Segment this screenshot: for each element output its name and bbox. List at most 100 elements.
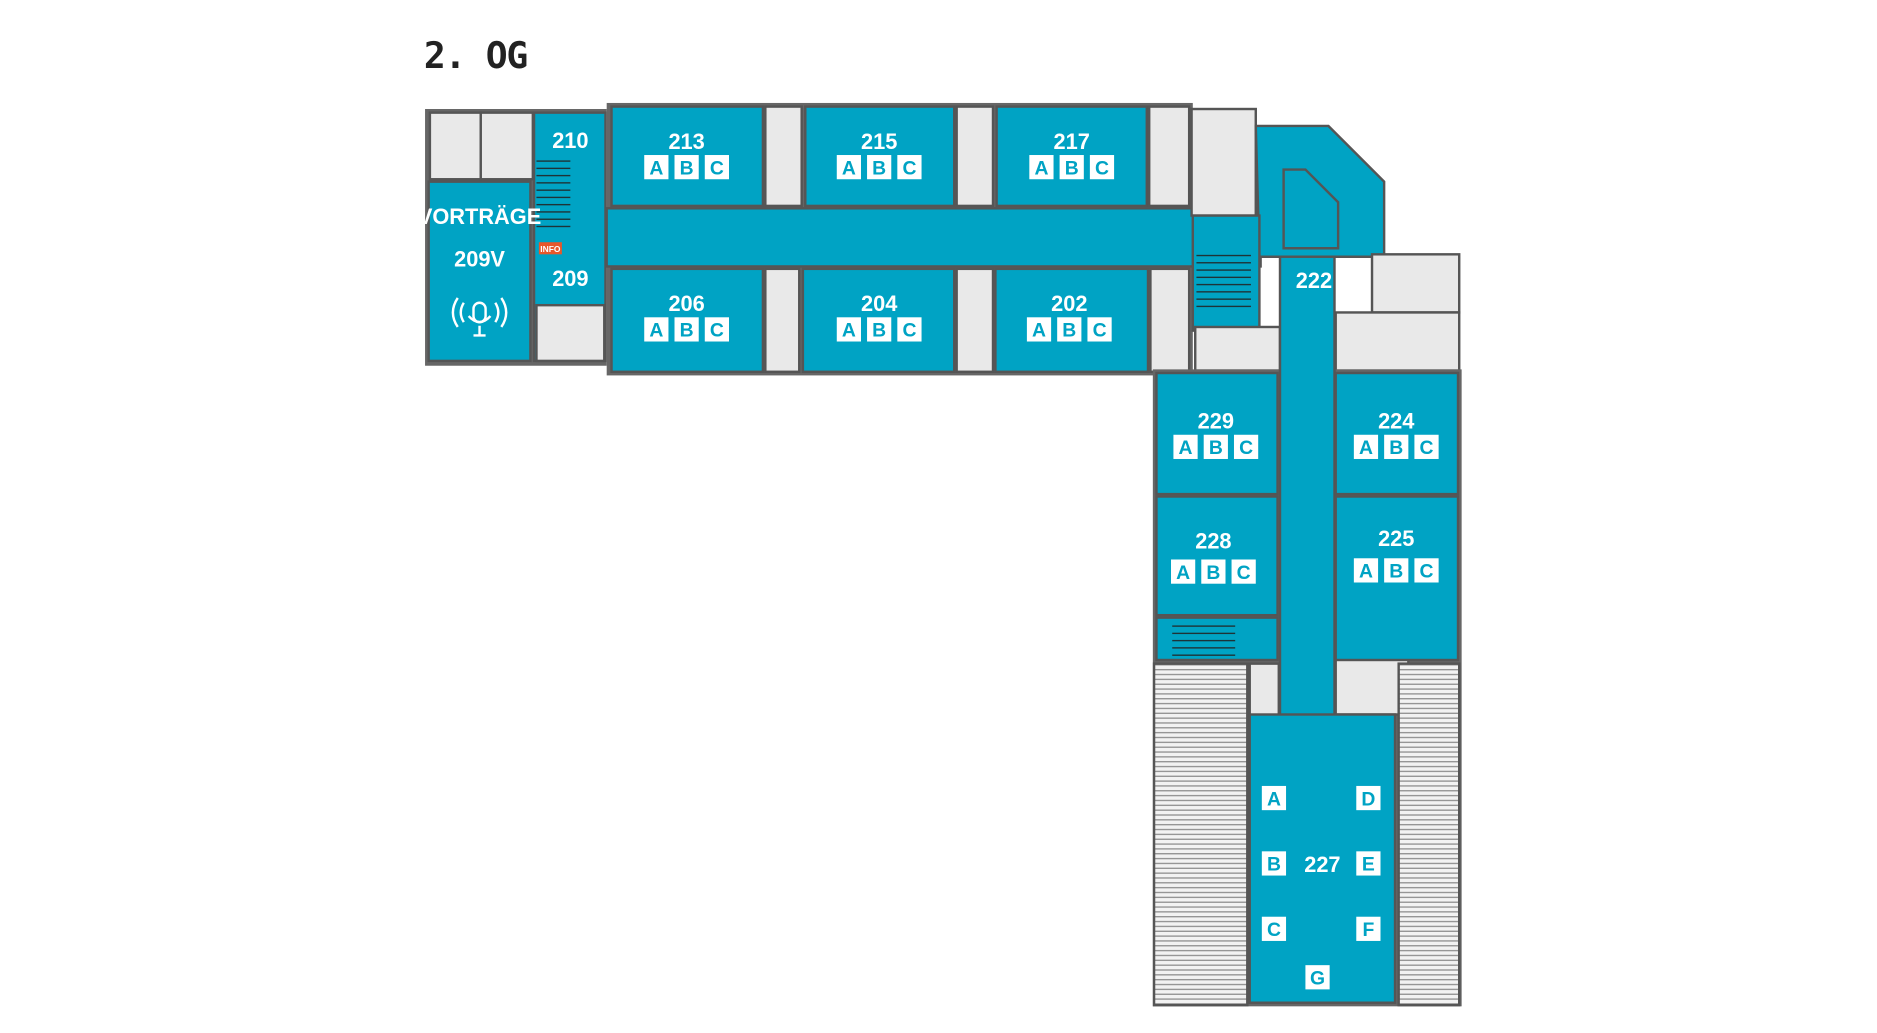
microphone-broadcast-icon bbox=[451, 297, 508, 337]
seat-b[interactable]: B bbox=[1261, 851, 1287, 876]
seat-a[interactable]: A bbox=[1261, 785, 1287, 810]
seat-a[interactable]: A bbox=[644, 317, 669, 342]
seat-label: A bbox=[1034, 157, 1048, 179]
room-number: 217 bbox=[1054, 129, 1090, 154]
seat-a[interactable]: A bbox=[1171, 559, 1196, 584]
atrium-void bbox=[1152, 662, 1249, 1007]
seat-c[interactable]: C bbox=[1089, 155, 1115, 179]
seat-b[interactable]: B bbox=[674, 155, 699, 179]
seat-c[interactable]: C bbox=[1261, 916, 1287, 941]
stair-tower-inner bbox=[1282, 168, 1340, 250]
seat-b[interactable]: B bbox=[1059, 155, 1084, 179]
seat-label: C bbox=[1420, 561, 1434, 583]
seat-label: A bbox=[1176, 562, 1190, 584]
seat-a[interactable]: A bbox=[836, 317, 861, 342]
seat-d[interactable]: D bbox=[1356, 785, 1381, 810]
seat-a[interactable]: A bbox=[1029, 155, 1054, 179]
seat-label: E bbox=[1362, 854, 1375, 876]
service-room bbox=[764, 267, 801, 374]
seat-label: C bbox=[1420, 437, 1434, 459]
corridor[interactable] bbox=[605, 207, 1262, 268]
seat-label: C bbox=[902, 157, 916, 179]
seat-label: G bbox=[1310, 968, 1325, 990]
service-room bbox=[428, 111, 482, 181]
seat-label: A bbox=[842, 157, 856, 179]
staircase bbox=[1196, 254, 1251, 313]
seat-a[interactable]: A bbox=[836, 155, 861, 179]
info-badge[interactable] bbox=[538, 242, 562, 255]
room-label-222[interactable]: 222 bbox=[1296, 268, 1332, 293]
seat-label: C bbox=[1093, 320, 1107, 342]
seat-label: C bbox=[1237, 562, 1251, 584]
seat-a[interactable]: A bbox=[1353, 558, 1379, 583]
seat-c[interactable]: C bbox=[897, 317, 922, 342]
seat-c[interactable]: C bbox=[1233, 434, 1259, 459]
seat-a[interactable]: A bbox=[1026, 317, 1052, 342]
service-room bbox=[1149, 267, 1191, 374]
seat-label: B bbox=[1065, 157, 1079, 179]
seat-a[interactable]: A bbox=[1353, 434, 1379, 459]
seat-b[interactable]: B bbox=[1203, 434, 1228, 459]
seat-c[interactable]: C bbox=[1231, 559, 1256, 584]
seat-f[interactable]: F bbox=[1356, 916, 1381, 941]
room-number: 224 bbox=[1378, 409, 1414, 434]
seat-label: B bbox=[872, 320, 886, 342]
seat-c[interactable]: C bbox=[704, 317, 730, 342]
seat-g[interactable]: G bbox=[1305, 965, 1330, 990]
seat-b[interactable]: B bbox=[1201, 559, 1226, 584]
staircase bbox=[1172, 620, 1236, 657]
seat-label: A bbox=[1032, 320, 1046, 342]
seat-c[interactable]: C bbox=[1087, 317, 1112, 342]
east-corridor[interactable] bbox=[1278, 255, 1336, 719]
seat-label: B bbox=[1389, 437, 1403, 459]
seat-label: B bbox=[872, 157, 886, 179]
seat-label: B bbox=[680, 320, 694, 342]
room-number: 213 bbox=[668, 129, 704, 154]
seat-a[interactable]: A bbox=[644, 155, 669, 179]
seat-label: A bbox=[842, 320, 856, 342]
seat-c[interactable]: C bbox=[1414, 558, 1439, 583]
seat-label: C bbox=[902, 320, 916, 342]
seat-b[interactable]: B bbox=[1384, 558, 1409, 583]
room-number: 225 bbox=[1378, 526, 1414, 551]
seat-label: B bbox=[680, 157, 694, 179]
seat-c[interactable]: C bbox=[897, 155, 922, 179]
seat-label: F bbox=[1362, 919, 1374, 941]
seat-b[interactable]: B bbox=[867, 155, 892, 179]
service-room bbox=[479, 111, 535, 181]
seat-b[interactable]: B bbox=[1057, 317, 1082, 342]
seat-label: A bbox=[1359, 561, 1373, 583]
seat-label: A bbox=[649, 320, 663, 342]
room-number: 209V bbox=[454, 246, 505, 271]
room-number: 228 bbox=[1195, 529, 1231, 554]
service-room bbox=[1190, 107, 1257, 217]
seat-b[interactable]: B bbox=[867, 317, 892, 342]
room-number: 215 bbox=[861, 129, 897, 154]
seat-c[interactable]: C bbox=[704, 155, 730, 179]
seat-a[interactable]: A bbox=[1173, 434, 1198, 459]
seat-b[interactable]: B bbox=[1384, 434, 1409, 459]
room-label-210[interactable]: 210 bbox=[552, 128, 588, 153]
seat-e[interactable]: E bbox=[1356, 851, 1381, 876]
room-name: VORTRÄGE bbox=[418, 204, 541, 229]
room-vortraege[interactable]: VORTRÄGE 209V bbox=[418, 180, 541, 363]
seat-c[interactable]: C bbox=[1414, 434, 1439, 459]
seat-b[interactable]: B bbox=[674, 317, 699, 342]
seat-label: B bbox=[1389, 561, 1403, 583]
service-room bbox=[535, 303, 606, 363]
seat-label: A bbox=[1359, 437, 1373, 459]
info-badge-label: INFO bbox=[540, 244, 561, 254]
room-label-209[interactable]: 209 bbox=[552, 266, 588, 291]
service-room bbox=[955, 267, 995, 374]
